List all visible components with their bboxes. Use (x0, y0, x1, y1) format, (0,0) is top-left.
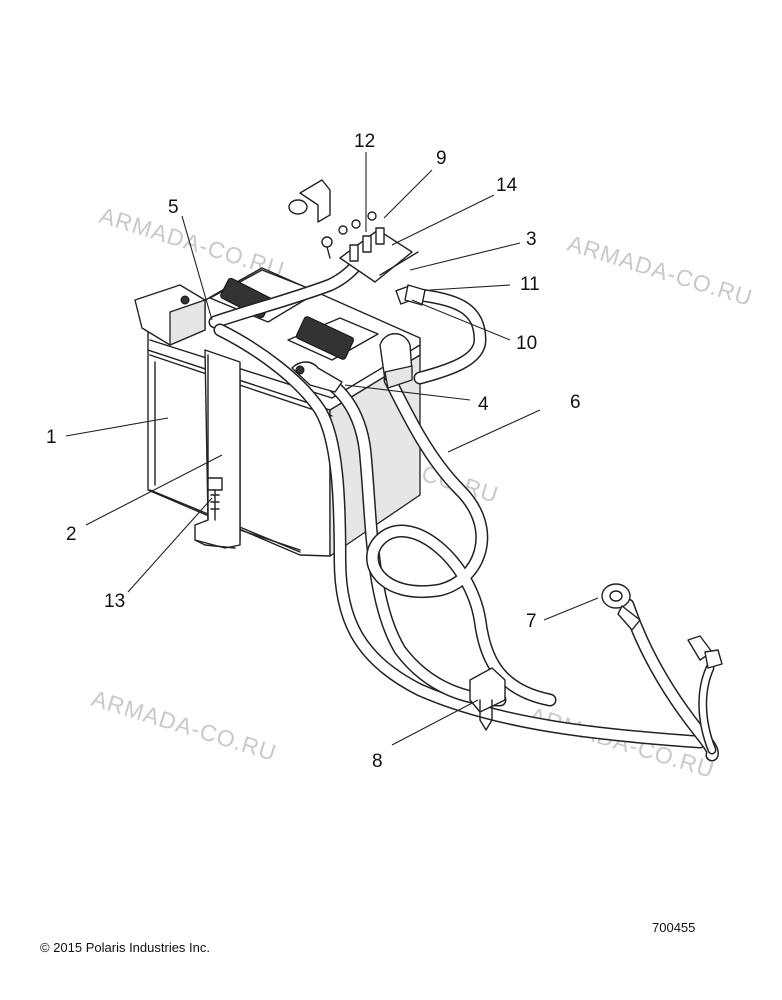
harness-connectors (687, 635, 723, 669)
watermark: ARMADA-CO.RU (565, 230, 756, 311)
leader-lines (65, 152, 599, 746)
callout-6: 6 (570, 392, 581, 413)
callout-5: 5 (168, 197, 179, 218)
callout-labels: 1 2 3 4 5 6 7 8 9 10 11 12 13 14 (46, 131, 581, 772)
battery (134, 267, 421, 557)
callout-1: 1 (46, 427, 57, 448)
callout-7: 7 (526, 611, 537, 632)
fuse-block (288, 179, 419, 283)
callout-10: 10 (516, 333, 537, 354)
battery-cables (208, 251, 719, 762)
cable-clip (469, 667, 506, 731)
callout-3: 3 (526, 229, 537, 250)
callout-14: 14 (496, 175, 518, 196)
callout-4: 4 (478, 394, 489, 415)
inline-connector (395, 284, 426, 306)
drawing-number: 700455 (652, 920, 695, 935)
watermark: ARMADA-CO.RU (89, 685, 280, 766)
positive-terminal-boot (291, 333, 413, 393)
callout-11: 11 (520, 274, 540, 295)
ring-terminal (601, 583, 641, 631)
callout-13: 13 (104, 591, 125, 612)
callout-12: 12 (354, 131, 375, 152)
callout-9: 9 (436, 148, 447, 169)
callout-8: 8 (372, 751, 383, 772)
hold-down-bolt (207, 477, 223, 521)
callout-2: 2 (66, 524, 77, 545)
copyright-notice: © 2015 Polaris Industries Inc. (40, 940, 210, 955)
hold-down-strap (194, 349, 241, 549)
